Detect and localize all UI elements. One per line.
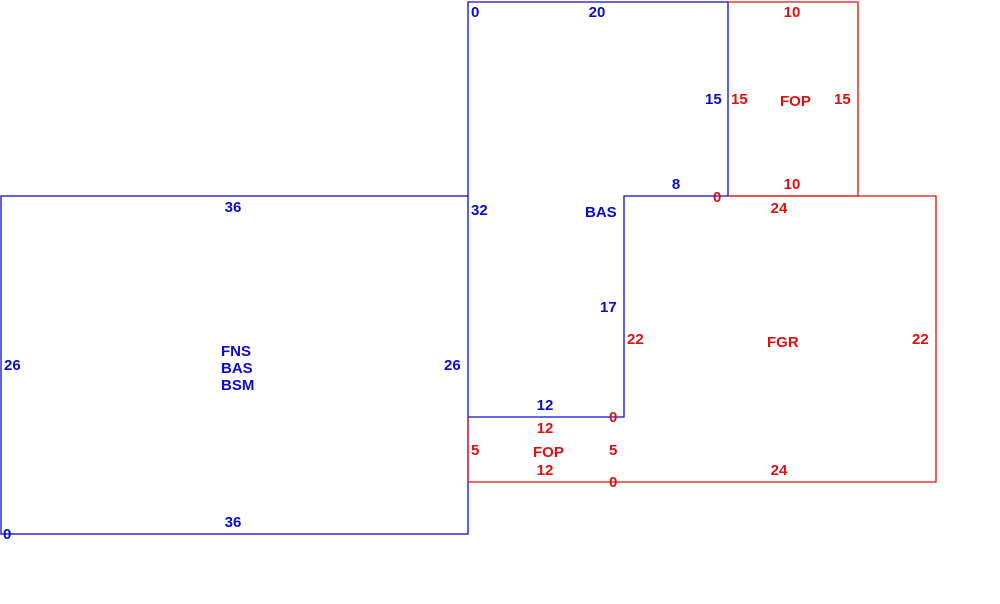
porch-top-origin: 0 [713,189,721,206]
basement-main-outline [0,195,469,535]
room-code-fns: FNS [221,343,251,360]
porch-top-left: 15 [731,91,748,108]
porch-bottom-right: 5 [609,442,617,459]
porch-bottom-bottom: 12 [537,462,554,479]
basement-upper-left-side: 32 [471,202,488,219]
porch-bottom-left: 5 [471,442,479,459]
basement-upper-right-lower: 17 [600,299,617,316]
garage-outline [624,195,937,483]
garage-right: 22 [912,331,929,348]
porch-bottom-outline [467,417,624,483]
basement-upper-bottom: 12 [537,397,554,414]
porch-bottom-top: 12 [537,420,554,437]
porch-top-right: 15 [834,91,851,108]
garage-code: FGR [767,334,799,351]
garage-origin: 0 [609,474,617,491]
basement-main-width-bottom: 36 [225,514,242,531]
basement-upper-step: 8 [672,176,680,193]
porch-bottom-code: FOP [533,444,564,461]
porch-bottom-origin-top: 0 [609,409,617,426]
garage-top: 24 [771,200,788,217]
porch-top-bottom: 10 [784,176,801,193]
blue-outlines [0,1,729,535]
garage-bottom: 24 [771,462,788,479]
red-outlines [467,1,937,483]
porch-top-code: FOP [780,93,811,110]
basement-main-origin: 0 [3,526,11,543]
basement-main-height-left: 26 [4,357,21,374]
basement-main-width-top: 36 [225,199,242,216]
basement-upper-right-upper: 15 [705,91,722,108]
room-code-bas: BAS [221,360,253,377]
room-code-bsm: BSM [221,377,254,394]
basement-upper-origin: 0 [471,4,479,21]
garage-left: 22 [627,331,644,348]
basement-upper-code: BAS [585,204,617,221]
basement-upper-top: 20 [589,4,606,21]
basement-main-height-right: 26 [444,357,461,374]
porch-top-top: 10 [784,4,801,21]
